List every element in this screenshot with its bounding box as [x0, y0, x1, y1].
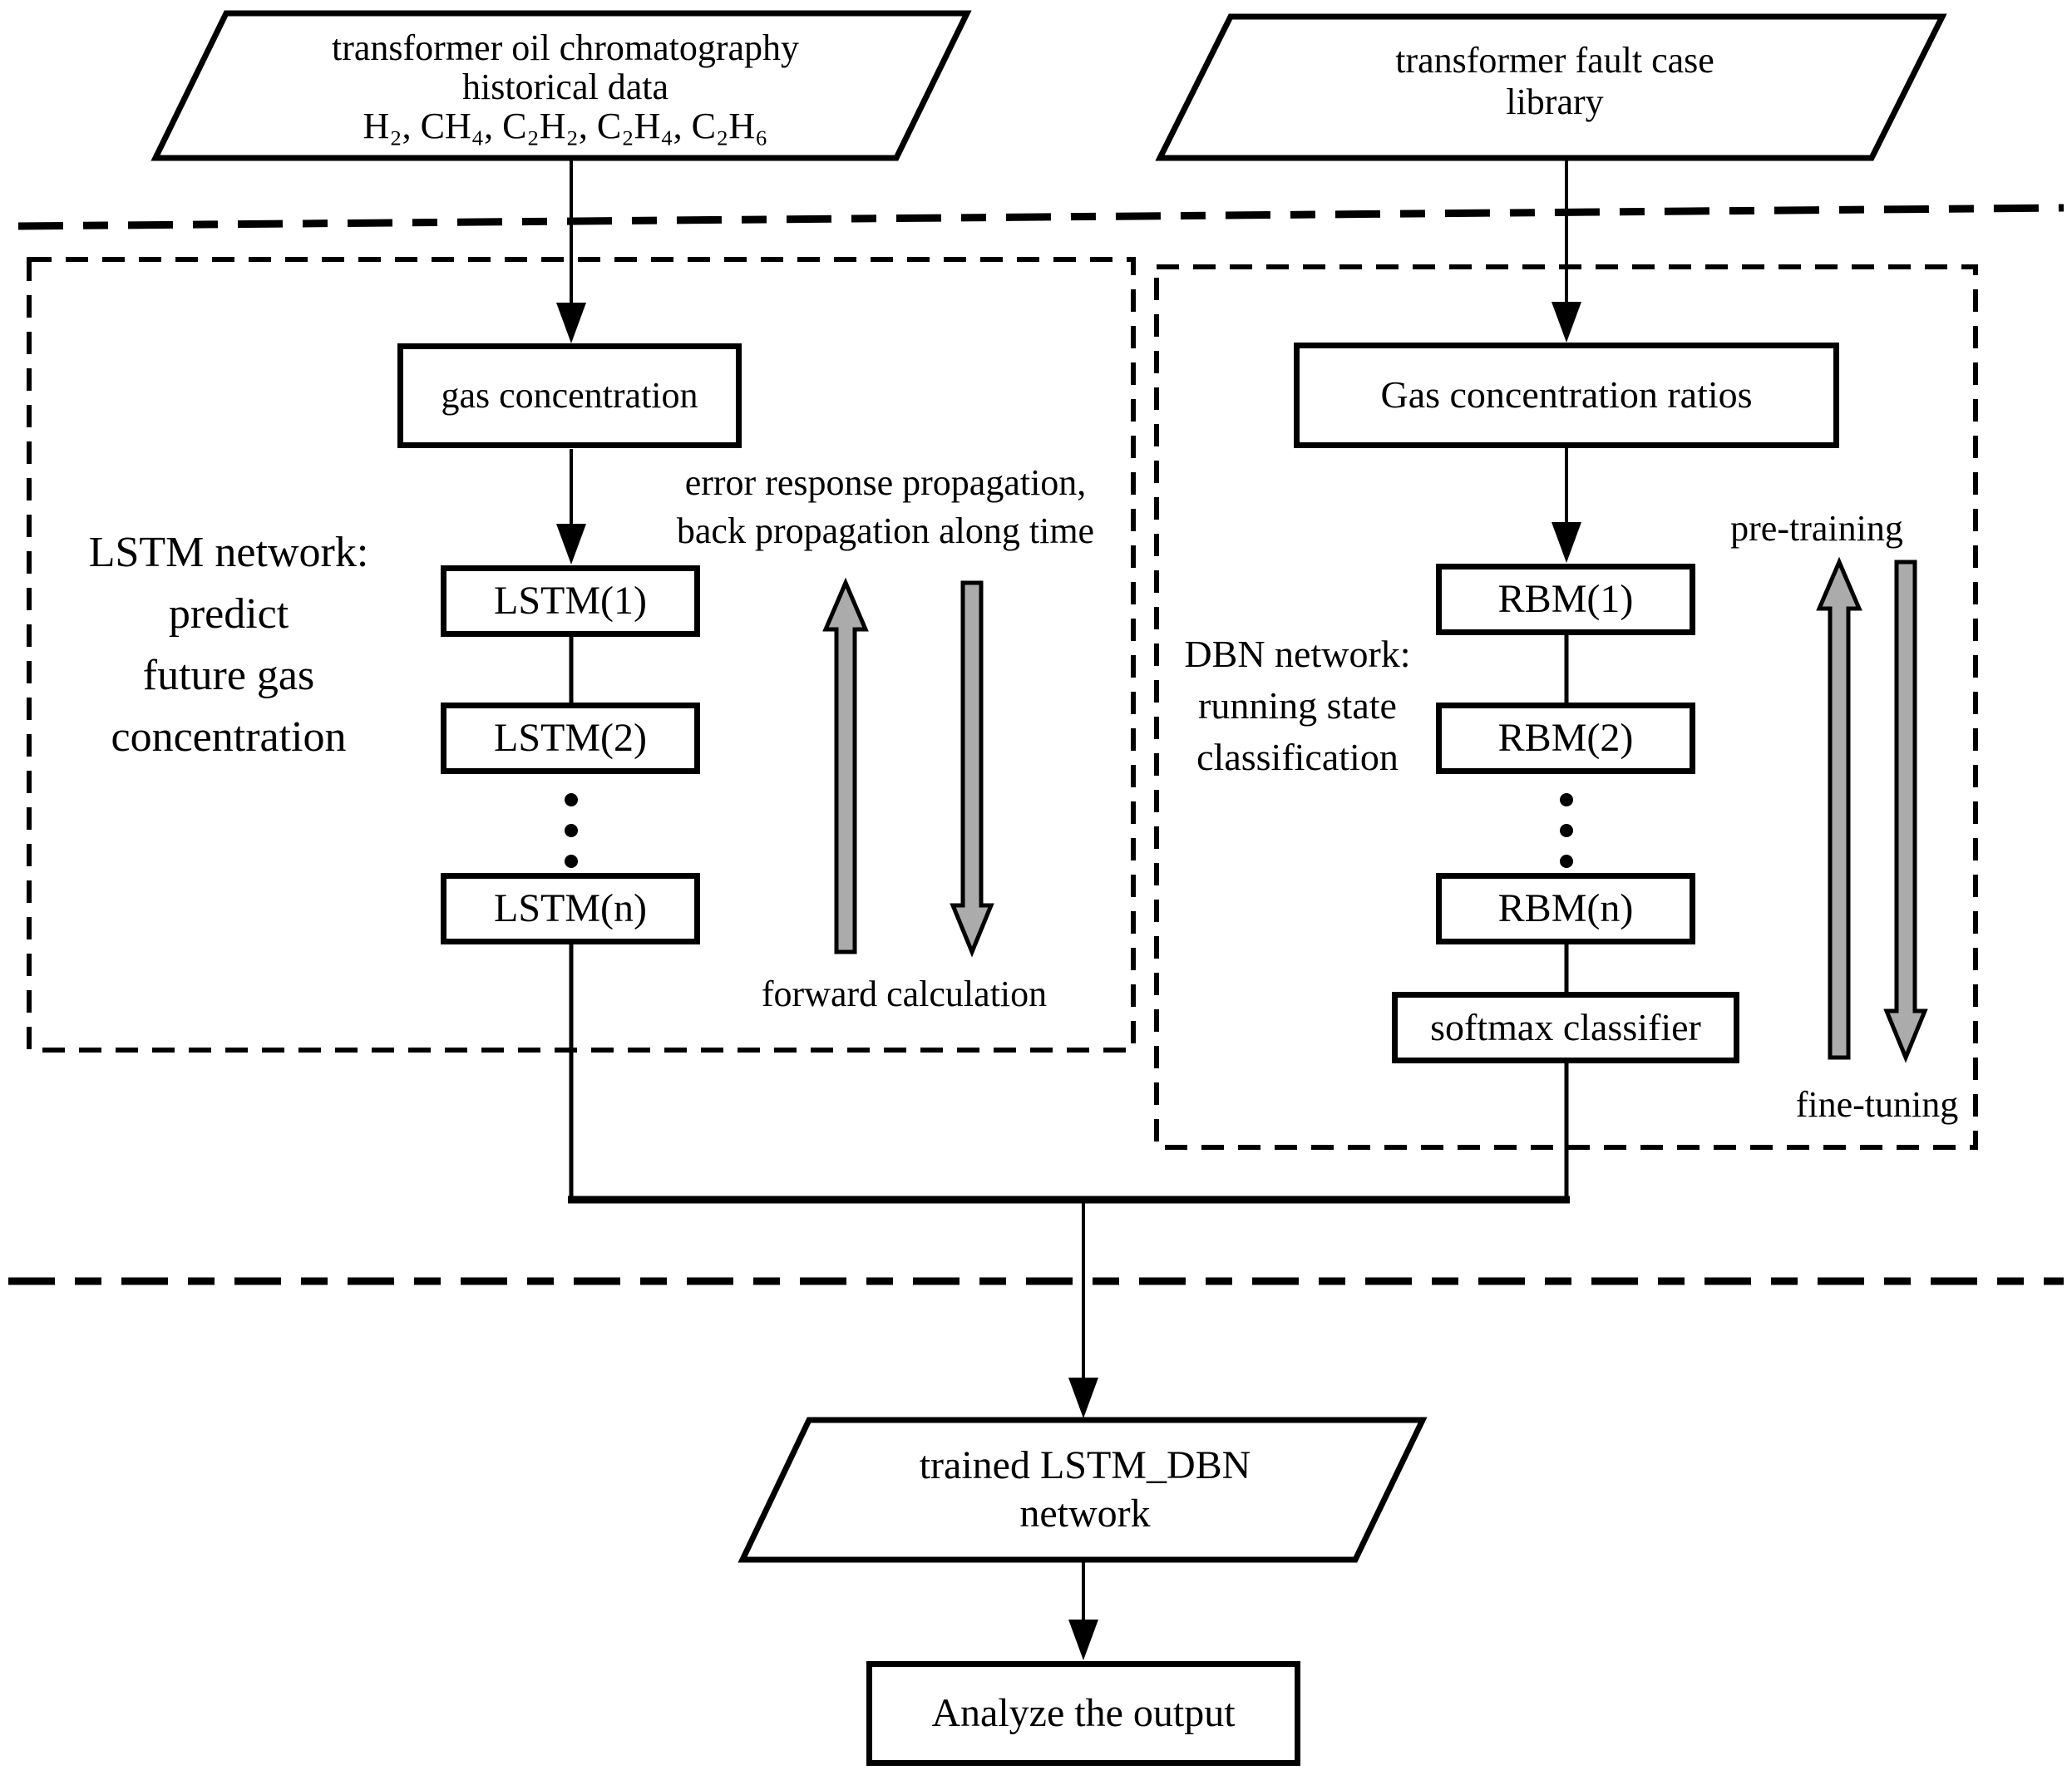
lstm-ellipsis-dots: [565, 793, 578, 868]
arrow-oil-to-gas-head: [556, 303, 586, 343]
rbm-n-box: RBM(n): [1436, 873, 1695, 944]
arrow-gas-to-lstm1-head: [556, 524, 586, 565]
lstm-network-dashed-box: [27, 257, 1136, 1053]
dot: [565, 824, 578, 837]
fault-library-line2: library: [1506, 81, 1604, 122]
dot: [565, 855, 578, 868]
arrow-ratios-to-rbm1-head: [1552, 522, 1581, 563]
oil-data-line3: H₂, CH₄, C₂H₂, C₂H₄, C₂H₆: [363, 106, 768, 146]
arrow-trained-to-analyze-head: [1068, 1620, 1098, 1660]
pre-training-label: pre-training: [1730, 508, 1903, 549]
analyze-output-box: Analyze the output: [866, 1661, 1300, 1766]
trained-network-line1: trained LSTM_DBN: [919, 1443, 1251, 1487]
oil-data-line1: transformer oil chromatography: [331, 27, 800, 68]
lstm-network-label-line1: LSTM network:: [88, 529, 369, 576]
dbn-network-label-line2: running state: [1198, 684, 1397, 727]
gas-concentration-box: gas concentration: [397, 343, 742, 448]
lstm-2-box: LSTM(2): [441, 703, 700, 774]
trained-network-text: trained LSTM_DBN network: [798, 1442, 1372, 1538]
lstm-network-label: LSTM network: predict future gas concent…: [37, 522, 420, 768]
oil-data-parallelogram: [150, 10, 972, 161]
lstm-n-box: LSTM(n): [441, 873, 700, 944]
dot: [1560, 855, 1573, 868]
rbm-ellipsis-dots: [1560, 793, 1573, 868]
back-propagation-label: error response propagation, back propaga…: [628, 459, 1143, 555]
pre-training-up-arrow: [1816, 556, 1862, 1060]
oil-data-text: transformer oil chromatography historica…: [208, 28, 923, 145]
fine-tuning-down-arrow: [1883, 560, 1928, 1063]
rbm-2-box: RBM(2): [1436, 703, 1695, 774]
lstm-1-box: LSTM(1): [441, 565, 700, 637]
forward-calculation-label: forward calculation: [761, 974, 1048, 1014]
lstm-network-label-line4: concentration: [111, 713, 347, 761]
back-propagation-label-line2: back propagation along time: [676, 510, 1095, 551]
lstm-network-label-line2: predict: [168, 590, 289, 638]
dot: [565, 793, 578, 806]
fault-library-text: transformer fault case library: [1272, 40, 1838, 123]
dbn-network-label-line3: classification: [1196, 736, 1399, 778]
back-propagation-label-line1: error response propagation,: [684, 462, 1087, 503]
fine-tuning-label: fine-tuning: [1795, 1084, 1959, 1125]
arrow-library-to-ratios-head: [1552, 302, 1581, 343]
lstm-network-label-line3: future gas: [142, 652, 315, 699]
gas-concentration-ratios-box: Gas concentration ratios: [1294, 343, 1839, 448]
arrow-merge-to-trained-head: [1068, 1378, 1098, 1418]
fault-library-parallelogram: [1155, 13, 1947, 161]
rbm-1-box: RBM(1): [1436, 564, 1695, 635]
trained-network-line2: network: [1019, 1492, 1151, 1536]
back-propagation-up-arrow: [822, 577, 869, 954]
oil-data-line2: historical data: [461, 67, 668, 107]
dot: [1560, 824, 1573, 837]
trained-network-parallelogram: [738, 1417, 1428, 1563]
softmax-classifier-box: softmax classifier: [1392, 992, 1739, 1063]
fault-library-line1: transformer fault case: [1395, 40, 1714, 81]
forward-calculation-down-arrow: [950, 580, 994, 958]
separator-top-dashed-line: [17, 204, 2065, 230]
dbn-network-label: DBN network: running state classificatio…: [1162, 629, 1433, 783]
dot: [1560, 793, 1573, 806]
dbn-network-label-line1: DBN network:: [1184, 633, 1411, 675]
